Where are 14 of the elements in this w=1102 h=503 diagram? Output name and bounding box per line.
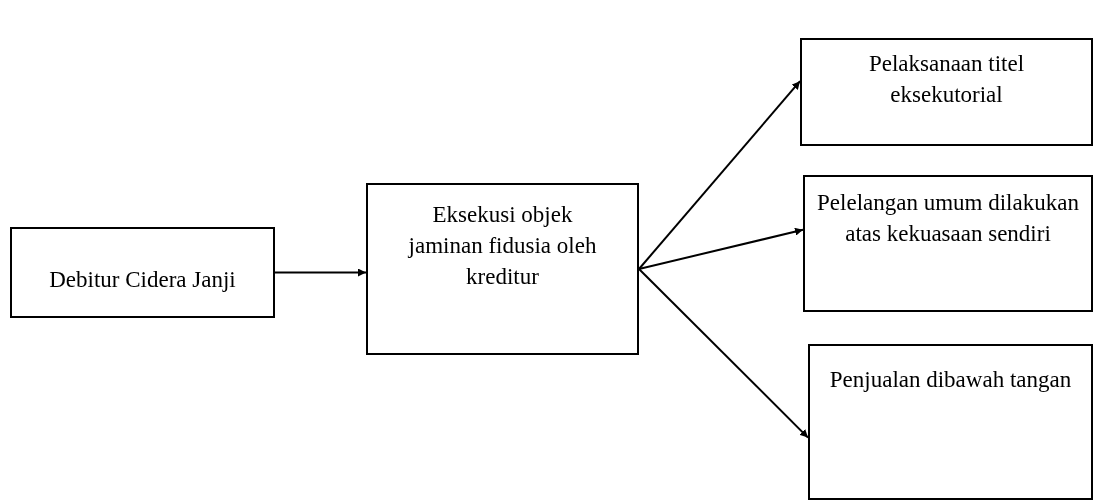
box-text: Debitur Cidera Janji [49, 265, 236, 294]
process-box [808, 344, 1093, 500]
box-text: Penjualan dibawah tangan [829, 366, 1072, 394]
process-box [800, 38, 1093, 146]
arrow [638, 268, 809, 439]
arrow [638, 80, 801, 270]
box-text: Pelelangan umum dilakukan atas kekuasaan sendiri [816, 189, 1080, 249]
box-text: Eksekusi objek jaminan fidusia oleh kreditur [407, 201, 598, 292]
process-box [10, 227, 275, 318]
box-text: Pelaksanaan titel eksekutorial [867, 50, 1026, 110]
arrow [638, 227, 804, 270]
arrow [274, 268, 367, 277]
process-box [366, 183, 639, 355]
process-box [803, 175, 1093, 312]
